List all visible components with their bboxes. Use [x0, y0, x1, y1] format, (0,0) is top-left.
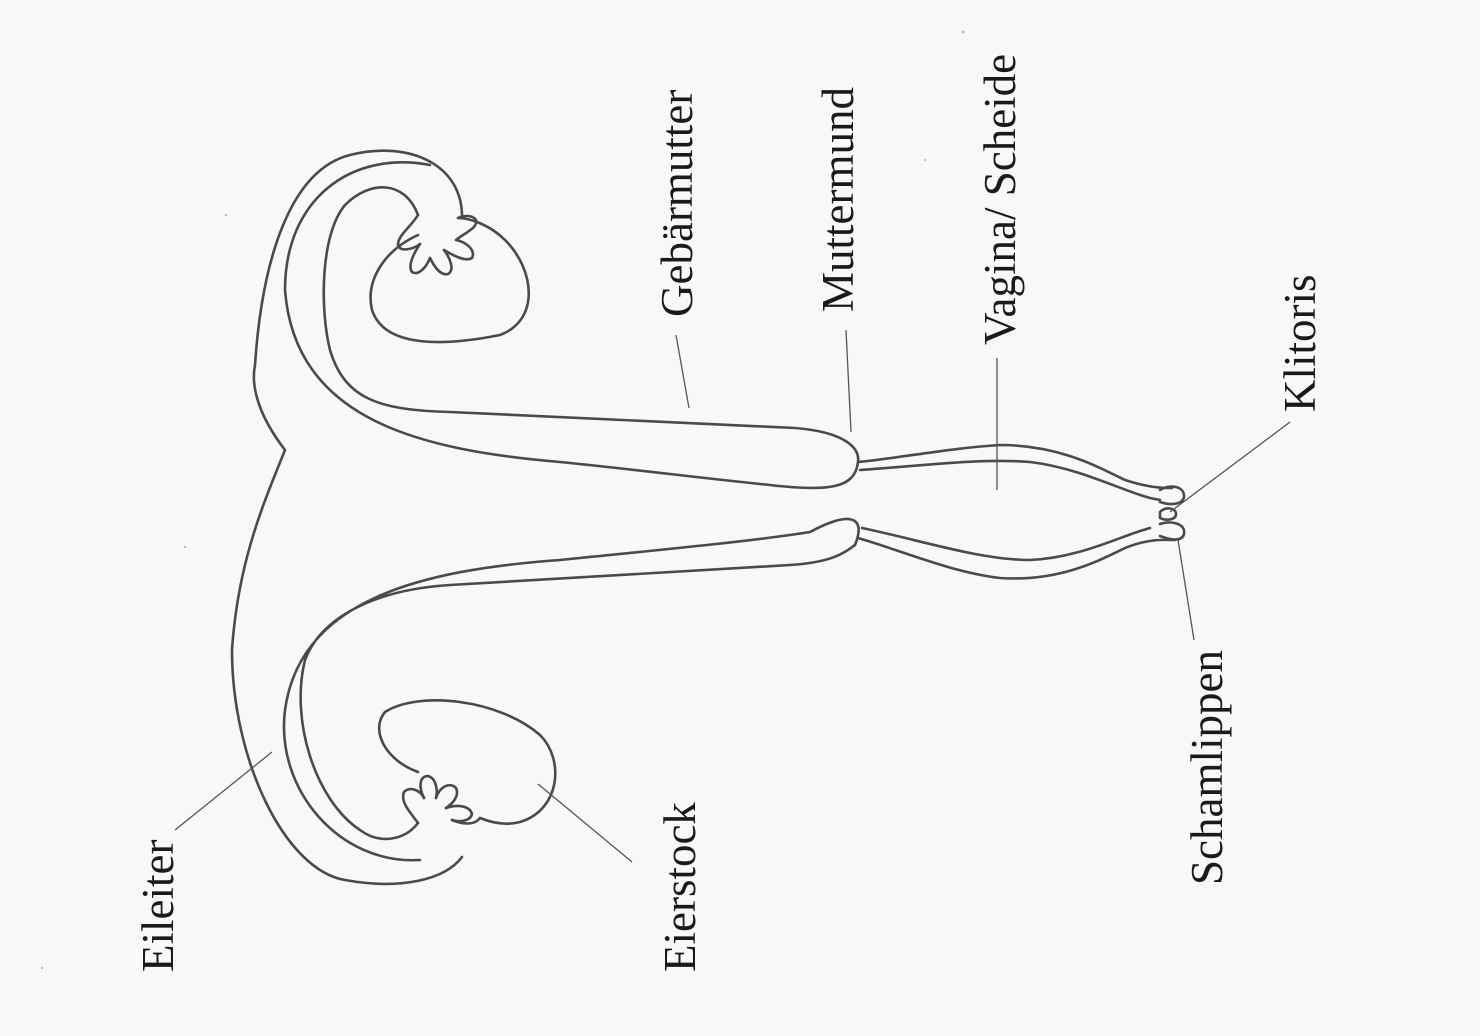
label-klitoris: Klitoris — [1275, 274, 1325, 412]
leader-eileiter — [175, 752, 272, 830]
label-eileiter: Eileiter — [133, 840, 183, 972]
lower-fimbriae — [403, 776, 480, 824]
leader-klitoris — [1170, 422, 1290, 512]
upper-fimbriae — [398, 215, 476, 274]
upper-tube-inner — [285, 162, 858, 488]
vagina-lower-wall — [858, 528, 1175, 578]
label-muttermund: Muttermund — [813, 87, 863, 312]
label-eierstock: Eierstock — [655, 802, 705, 972]
leader-muttermund — [846, 330, 851, 432]
upper-ovary — [371, 218, 529, 342]
vulva-lower-tip — [1160, 522, 1184, 539]
leader-eierstock — [538, 784, 632, 862]
vagina-upper-wall — [858, 445, 1172, 500]
leader-gebaermutter — [676, 335, 689, 408]
lower-tube-inner — [284, 519, 859, 860]
leader-schamlippen — [1178, 540, 1194, 640]
label-vagina: Vagina/ Scheide — [975, 54, 1025, 345]
label-gebaermutter: Gebärmutter — [652, 90, 702, 317]
label-schamlippen: Schamlippen — [1182, 650, 1232, 885]
